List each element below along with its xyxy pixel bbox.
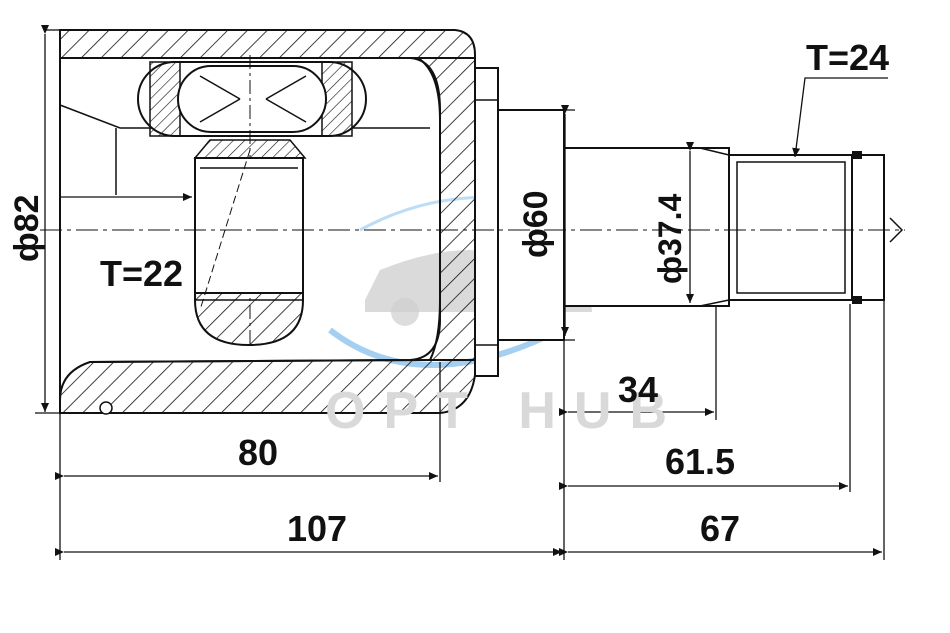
tripod-roller xyxy=(137,55,367,345)
output-shaft xyxy=(563,147,885,307)
length-34-label: 34 xyxy=(618,369,658,410)
inner-diameter-label: ф60 xyxy=(517,190,555,258)
length-67-label: 67 xyxy=(700,508,740,549)
watermark-text: OPT HUB xyxy=(325,382,685,440)
length-107-label: 107 xyxy=(287,508,347,549)
length-61-5-label: 61.5 xyxy=(665,441,735,482)
dimension-lines xyxy=(35,25,888,560)
housing-flange xyxy=(474,67,565,377)
outer-teeth-label: T=24 xyxy=(806,37,889,78)
axis-end-mark xyxy=(889,217,904,243)
tripod-leg xyxy=(193,139,307,347)
inner-teeth-label: T=22 xyxy=(100,253,183,294)
length-80-label: 80 xyxy=(238,432,278,473)
outer-diameter-label: ф82 xyxy=(8,194,46,262)
shaft-diameter-label: ф37.4 xyxy=(652,194,688,284)
